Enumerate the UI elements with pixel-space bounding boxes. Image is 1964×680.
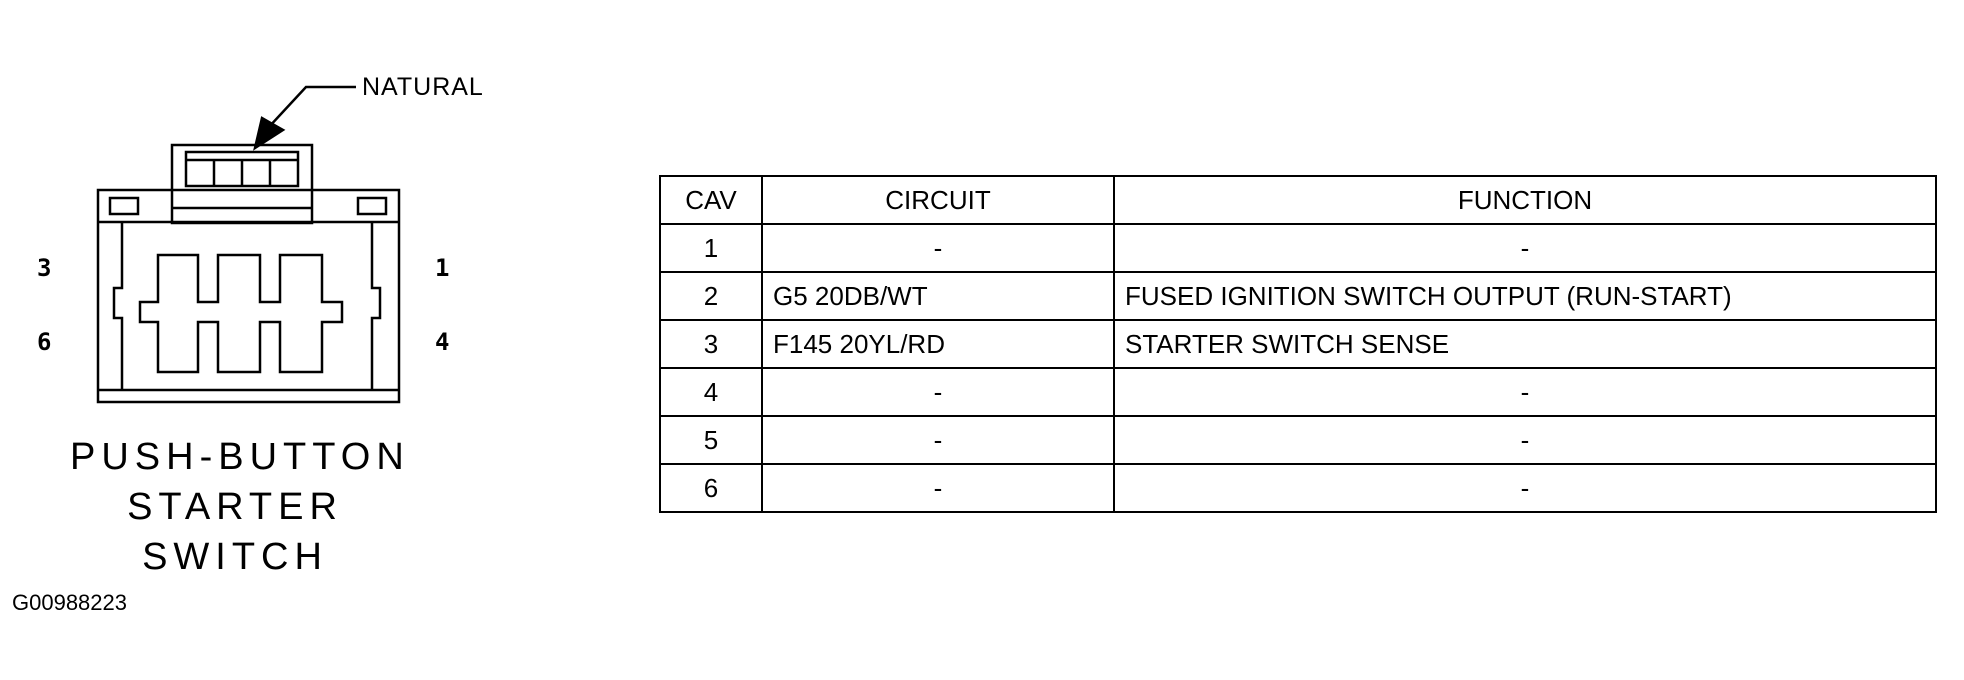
connector-body xyxy=(96,188,401,404)
component-name: PUSH-BUTTON STARTER SWITCH xyxy=(70,432,410,582)
cell-circuit: F145 20YL/RD xyxy=(761,319,1115,369)
header-cav: CAV xyxy=(659,175,763,225)
pin-label-6: 6 xyxy=(37,328,52,356)
connector-face-diagram xyxy=(96,85,401,404)
cell-cav: 2 xyxy=(659,271,763,321)
cell-circuit: - xyxy=(761,415,1115,465)
table-header-row: CAV CIRCUIT FUNCTION xyxy=(659,175,1937,225)
component-name-line: PUSH-BUTTON xyxy=(70,436,410,478)
table-row: 1 - - xyxy=(659,223,1937,273)
cell-cav: 5 xyxy=(659,415,763,465)
component-name-line: STARTER xyxy=(127,486,343,528)
cell-function: - xyxy=(1113,367,1937,417)
connector-latch xyxy=(170,143,314,225)
header-function: FUNCTION xyxy=(1113,175,1937,225)
callout-arrow xyxy=(253,85,356,151)
pinout-table: CAV CIRCUIT FUNCTION 1 - - 2 G5 20DB/WT … xyxy=(659,175,1937,513)
cell-circuit: - xyxy=(761,463,1115,513)
cell-function: - xyxy=(1113,463,1937,513)
cavity-outline xyxy=(138,253,344,374)
cell-cav: 4 xyxy=(659,367,763,417)
cell-circuit: - xyxy=(761,367,1115,417)
cell-function: - xyxy=(1113,415,1937,465)
table-row: 4 - - xyxy=(659,367,1937,417)
cell-circuit: - xyxy=(761,223,1115,273)
header-circuit: CIRCUIT xyxy=(761,175,1115,225)
cell-function: STARTER SWITCH SENSE xyxy=(1113,319,1937,369)
cell-circuit: G5 20DB/WT xyxy=(761,271,1115,321)
cell-cav: 3 xyxy=(659,319,763,369)
cell-function: FUSED IGNITION SWITCH OUTPUT (RUN-START) xyxy=(1113,271,1937,321)
component-name-line: SWITCH xyxy=(142,536,328,578)
cell-function: - xyxy=(1113,223,1937,273)
pin-label-3: 3 xyxy=(37,254,52,282)
cell-cav: 1 xyxy=(659,223,763,273)
figure-id: G00988223 xyxy=(12,590,127,615)
cell-cav: 6 xyxy=(659,463,763,513)
table-row: 2 G5 20DB/WT FUSED IGNITION SWITCH OUTPU… xyxy=(659,271,1937,321)
table-row: 6 - - xyxy=(659,463,1937,513)
table-row: 3 F145 20YL/RD STARTER SWITCH SENSE xyxy=(659,319,1937,369)
pin-label-4: 4 xyxy=(435,328,450,356)
table-row: 5 - - xyxy=(659,415,1937,465)
natural-color-callout: NATURAL xyxy=(362,73,484,101)
pin-label-1: 1 xyxy=(435,254,450,282)
